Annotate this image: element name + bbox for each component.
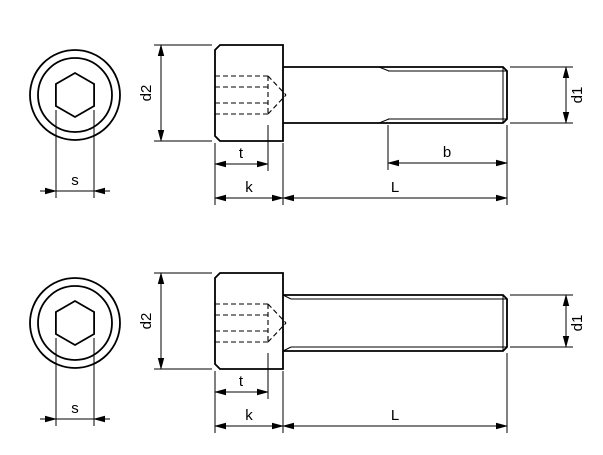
dimension-label-L: L [391, 407, 399, 424]
dimension-s: s [40, 338, 110, 426]
hex-socket-outline [55, 71, 95, 119]
dimension-k: k [214, 143, 284, 205]
dimension-label-b: b [443, 144, 451, 161]
dimension-b: b [387, 125, 508, 170]
head-outer-circle [29, 277, 121, 369]
dimension-d2: d2 [138, 272, 212, 370]
dimension-label-t: t [239, 373, 244, 390]
thread-runout-line [378, 118, 390, 124]
dimension-label-s: s [71, 172, 79, 189]
dimension-d2: d2 [138, 44, 212, 142]
dimension-label-d1: d1 [569, 87, 586, 104]
shaft-outline [283, 294, 508, 352]
dimension-label-k: k [245, 179, 253, 196]
thread-runout-line [282, 294, 292, 300]
socket-hidden-lines [215, 303, 287, 343]
head-outline [214, 272, 284, 370]
thread-runout-line [282, 346, 292, 352]
dimension-L: L [282, 353, 508, 433]
bottom-front-view: s [29, 277, 121, 426]
thread-lines [282, 294, 507, 352]
head-chamfer-circle [37, 285, 113, 361]
dimension-label-t: t [239, 145, 244, 162]
drill-point-line [267, 303, 287, 324]
dimension-t: t [214, 125, 269, 171]
thread-runout-line [378, 66, 390, 72]
dimension-k: k [214, 371, 284, 433]
socket-hidden-lines [215, 75, 287, 115]
bottom-side-view: d2 t k L d1 [138, 272, 586, 433]
dimension-label-d2: d2 [138, 313, 155, 330]
dimension-label-L: L [391, 179, 399, 196]
thread-lines [378, 66, 507, 124]
dimension-label-d2: d2 [138, 85, 155, 102]
drill-point-line [267, 94, 287, 115]
hex-socket-outline [55, 299, 95, 347]
shaft-outline [283, 66, 508, 124]
dimension-t: t [214, 353, 269, 399]
head-outer-circle [29, 49, 121, 141]
top-side-view: d2 t k b L [138, 44, 586, 205]
top-front-view: s [29, 49, 121, 198]
head-outline [214, 44, 284, 142]
dimension-d1: d1 [510, 66, 586, 124]
drill-point-line [267, 75, 287, 96]
dimension-s: s [40, 110, 110, 198]
dimension-label-s: s [71, 400, 79, 417]
dimension-label-d1: d1 [569, 315, 586, 332]
drill-point-line [267, 322, 287, 343]
head-chamfer-circle [37, 57, 113, 133]
dimension-label-k: k [245, 407, 253, 424]
dimension-L: L [282, 125, 508, 205]
dimension-d1: d1 [510, 294, 586, 348]
